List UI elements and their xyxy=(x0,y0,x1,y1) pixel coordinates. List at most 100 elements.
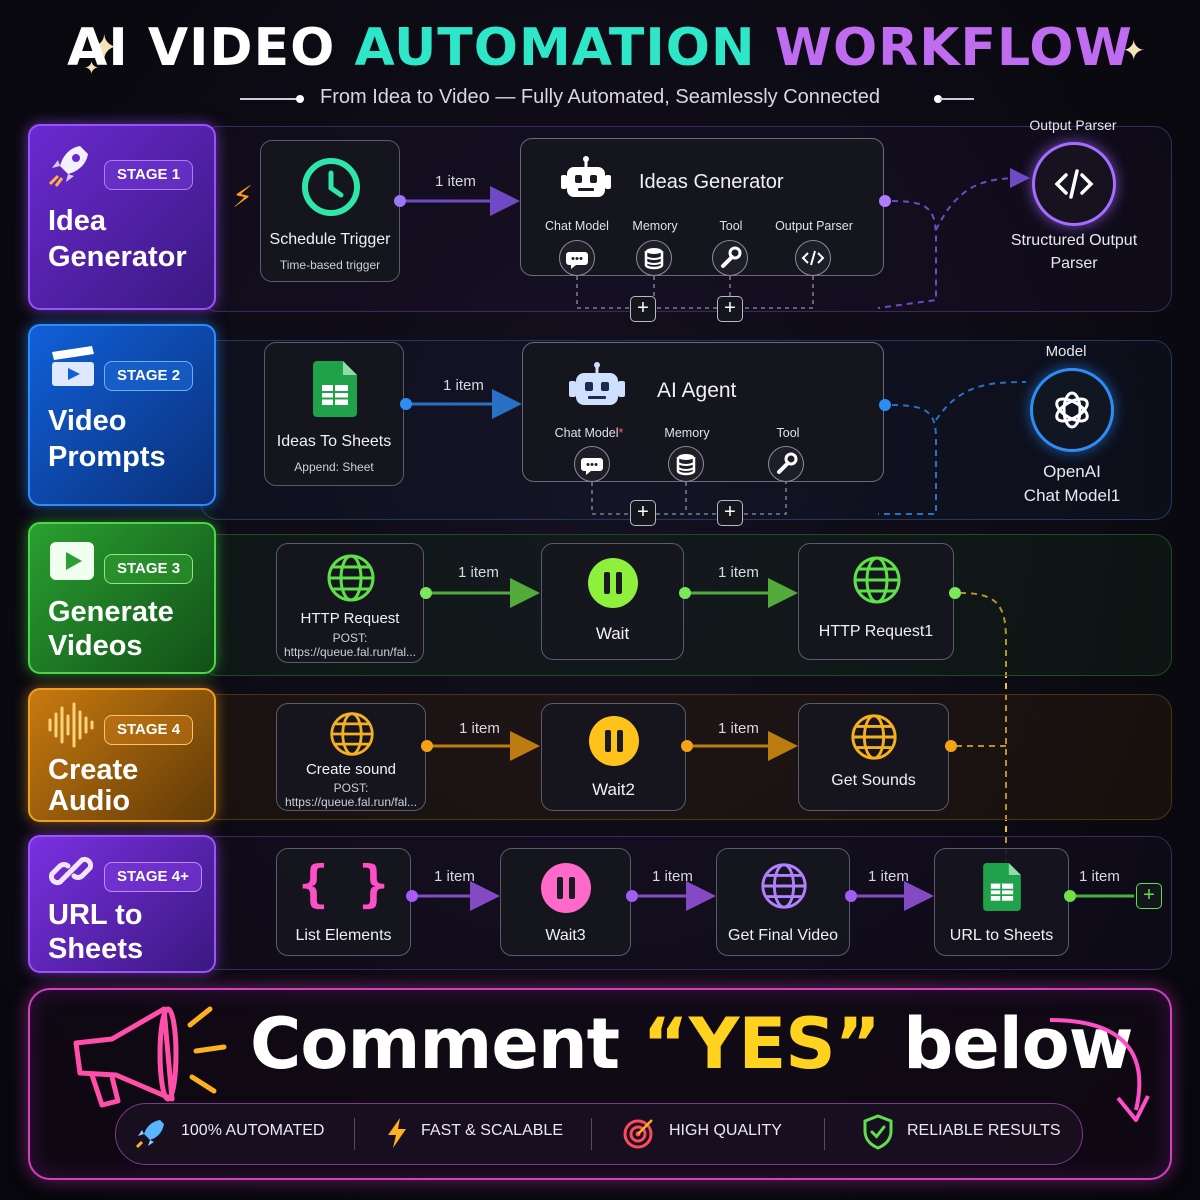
http-request-url: https://queue.fal.run/fal... xyxy=(283,645,417,659)
stage5-edge-label-1: 1 item xyxy=(434,868,475,885)
sound-wave-icon xyxy=(48,702,94,748)
clock-icon xyxy=(302,158,360,216)
openai-label-1: OpenAI xyxy=(1043,462,1101,481)
add-subnode-button[interactable]: + xyxy=(630,296,656,322)
edge-stage2-model-link xyxy=(935,381,1027,421)
openai-chat-model-node[interactable] xyxy=(1030,368,1114,452)
http-request-output-port[interactable] xyxy=(420,587,432,599)
openai-label-2: Chat Model1 xyxy=(1023,486,1121,505)
feature-divider xyxy=(824,1118,825,1150)
list-elements-node[interactable]: { } List Elements xyxy=(276,848,411,956)
pause-icon xyxy=(588,558,638,608)
feature-automated: 100% AUTOMATED xyxy=(181,1122,325,1139)
clapperboard-icon xyxy=(52,346,94,386)
ideas-to-sheets-label: Ideas To Sheets xyxy=(276,433,392,450)
get-sounds-node[interactable]: Get Sounds xyxy=(798,703,949,811)
http-request1-node[interactable]: HTTP Request1 xyxy=(798,543,954,660)
rocket-icon xyxy=(135,1120,164,1149)
schedule-trigger-output-port[interactable] xyxy=(394,195,406,207)
feature-divider xyxy=(354,1118,355,1150)
url-to-sheets-label: URL to Sheets xyxy=(949,927,1054,944)
stage5-edge-label-2: 1 item xyxy=(652,868,693,885)
stage4-title-line1: Create xyxy=(48,754,139,786)
sheets-icon xyxy=(983,863,1021,911)
schedule-trigger-sub: Time-based trigger xyxy=(279,258,381,272)
target-icon xyxy=(623,1119,653,1149)
wrench-icon[interactable] xyxy=(768,446,804,482)
stage2-badge: STAGE 2 xyxy=(104,361,194,391)
add-node-button[interactable]: + xyxy=(1136,883,1162,909)
wait-node[interactable]: Wait xyxy=(541,543,684,660)
get-sounds-output-port[interactable] xyxy=(945,740,957,752)
http-request-node[interactable]: HTTP Request POST: https://queue.fal.run… xyxy=(276,543,424,663)
ideas-generator-output-port[interactable] xyxy=(879,195,891,207)
url-to-sheets-node[interactable]: URL to Sheets xyxy=(934,848,1069,956)
wait3-output-port[interactable] xyxy=(626,890,638,902)
stage5-card[interactable] xyxy=(28,835,216,973)
ideas-to-sheets-node[interactable]: Ideas To Sheets Append: Sheet xyxy=(264,342,404,486)
stage4-title-line2: Audio xyxy=(48,785,131,817)
structured-output-parser-node[interactable] xyxy=(1032,142,1116,226)
robot-icon xyxy=(569,362,625,405)
stage3-badge: STAGE 3 xyxy=(104,554,194,584)
port-label-memory: Memory xyxy=(664,426,710,440)
ideas-to-sheets-output-port[interactable] xyxy=(400,398,412,410)
stage4-edge-label-1: 1 item xyxy=(459,720,500,737)
edge-stage2-subports xyxy=(591,482,787,515)
stage2-title-line2: Prompts xyxy=(48,441,166,473)
sparkle-icon: ✦ xyxy=(90,29,119,67)
sparkle-icon: ✦ xyxy=(1122,35,1146,66)
schedule-trigger-node[interactable]: Schedule Trigger Time-based trigger xyxy=(260,140,400,282)
get-final-video-output-port[interactable] xyxy=(845,890,857,902)
chat-bubble-icon[interactable] xyxy=(574,446,610,482)
stage1-edge-label: 1 item xyxy=(435,173,476,190)
stage2-edge-label: 1 item xyxy=(443,377,484,394)
cta-word-yes: “YES” xyxy=(642,1003,881,1085)
globe-icon xyxy=(853,556,901,604)
add-subnode-button[interactable]: + xyxy=(630,500,656,526)
stage3-edge-label-1: 1 item xyxy=(458,564,499,581)
create-sound-node[interactable]: Create sound POST: https://queue.fal.run… xyxy=(276,703,426,811)
code-icon xyxy=(1054,169,1094,199)
add-subnode-button[interactable]: + xyxy=(717,500,743,526)
list-elements-output-port[interactable] xyxy=(406,890,418,902)
stage1-card[interactable] xyxy=(28,124,216,310)
globe-icon xyxy=(851,714,897,760)
stage1-title-line1: Idea xyxy=(48,205,107,237)
get-final-video-node[interactable]: Get Final Video xyxy=(716,848,850,956)
required-mark: * xyxy=(618,426,624,440)
add-subnode-button[interactable]: + xyxy=(717,296,743,322)
wait2-node[interactable]: Wait2 xyxy=(541,703,686,811)
page-subtitle: From Idea to Video — Fully Automated, Se… xyxy=(320,86,880,108)
structured-output-parser-label-1: Structured Output xyxy=(1010,232,1138,249)
stage1-title-line2: Generator xyxy=(48,241,187,273)
braces-icon: { } xyxy=(298,855,389,913)
chat-bubble-icon[interactable] xyxy=(559,240,595,276)
create-sound-method: POST: xyxy=(333,781,369,795)
url-to-sheets-output-port[interactable] xyxy=(1064,890,1076,902)
ai-agent-output-port[interactable] xyxy=(879,399,891,411)
get-sounds-label: Get Sounds xyxy=(831,772,916,789)
feature-fast-scalable: FAST & SCALABLE xyxy=(421,1122,563,1139)
robot-icon xyxy=(561,156,611,197)
sparkle-icon: ✦ xyxy=(84,58,100,78)
port-label-output-parser: Output Parser xyxy=(775,219,853,233)
subtitle-dot-right xyxy=(934,95,942,103)
stage4-card[interactable] xyxy=(28,688,216,822)
database-icon[interactable] xyxy=(668,446,704,482)
create-sound-output-port[interactable] xyxy=(421,740,433,752)
get-final-video-label: Get Final Video xyxy=(728,927,838,944)
wait2-output-port[interactable] xyxy=(681,740,693,752)
link-icon xyxy=(48,856,94,886)
feature-divider xyxy=(591,1118,592,1150)
globe-icon xyxy=(327,554,375,602)
edge-stage1-parser-link xyxy=(935,168,1030,231)
code-icon[interactable] xyxy=(795,240,831,276)
wrench-icon[interactable] xyxy=(712,240,748,276)
http-request-method: POST: xyxy=(332,631,368,645)
wait-output-port[interactable] xyxy=(679,587,691,599)
database-icon[interactable] xyxy=(636,240,672,276)
http-request1-output-port[interactable] xyxy=(949,587,961,599)
globe-icon xyxy=(330,712,374,756)
wait3-node[interactable]: Wait3 xyxy=(500,848,631,956)
